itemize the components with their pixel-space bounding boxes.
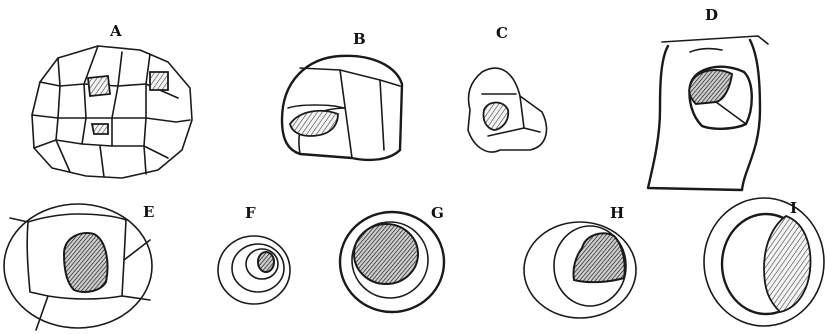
panel-d-cell	[648, 36, 768, 190]
panel-g-label: G	[431, 204, 444, 222]
panel-f-cell	[218, 236, 290, 304]
panel-d-label: D	[705, 6, 718, 24]
panel-a-tissue	[32, 46, 192, 178]
panel-a-label: A	[110, 22, 122, 40]
panel-e-cell	[4, 204, 152, 330]
panel-h-label: H	[610, 204, 624, 222]
panel-g-cell	[340, 212, 444, 312]
panel-b-cell-group	[282, 56, 402, 160]
panel-e-label: E	[143, 203, 154, 221]
panel-b-label: B	[353, 30, 366, 48]
panel-c-label: C	[496, 24, 508, 42]
panel-i-cell	[704, 198, 824, 326]
panel-f-label: F	[245, 204, 256, 222]
panel-c-cell-group	[468, 68, 546, 152]
panel-i-label: I	[790, 199, 797, 217]
panel-h-cell	[524, 222, 636, 318]
